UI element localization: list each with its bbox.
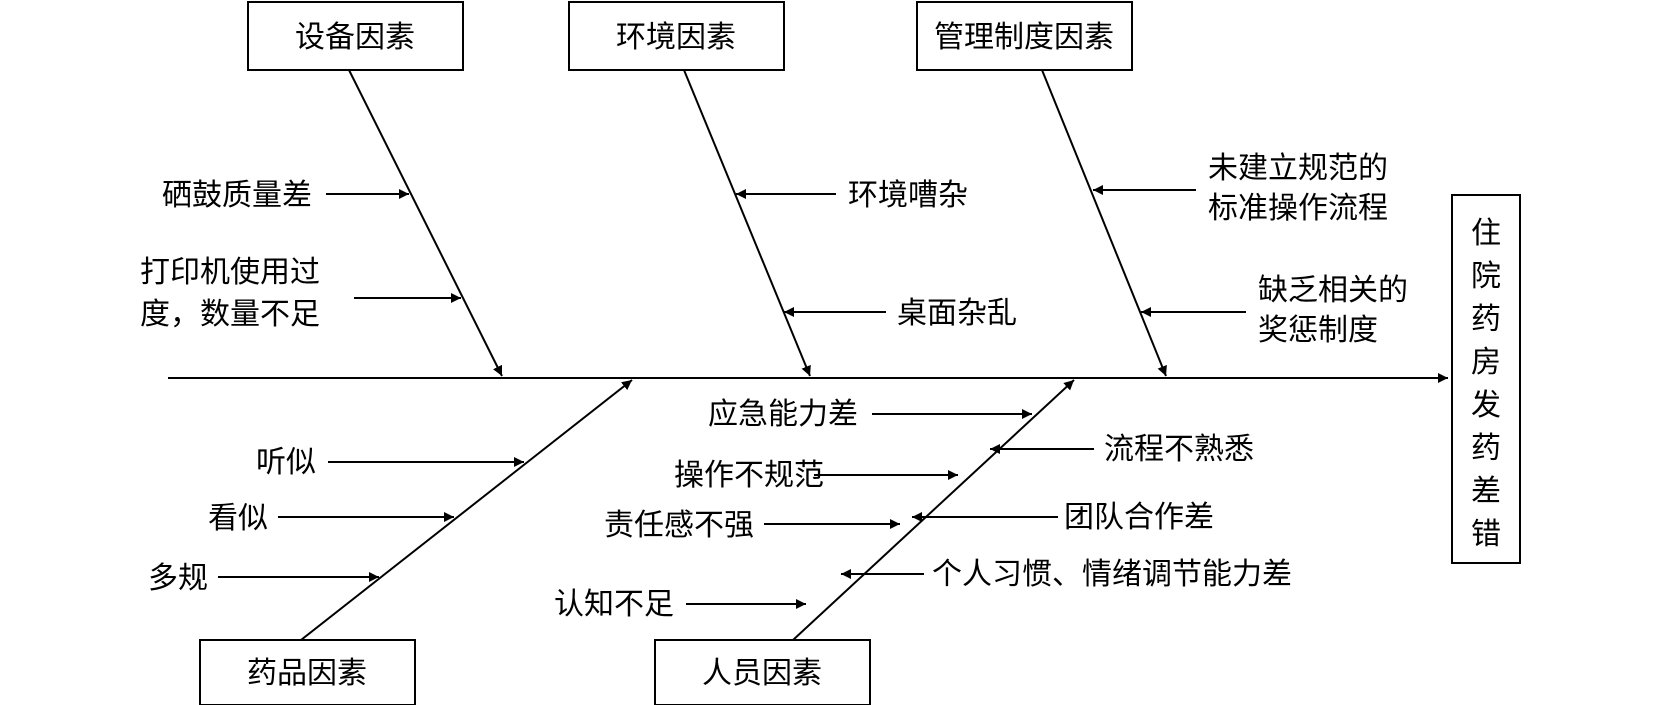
effect-char: 错 xyxy=(1471,517,1501,552)
category-drug: 药品因素 xyxy=(199,639,416,705)
effect-char: 差 xyxy=(1471,474,1501,509)
effect-char: 发 xyxy=(1471,388,1501,423)
category-label: 人员因素 xyxy=(702,656,822,691)
cause-label: 团队合作差 xyxy=(1064,500,1214,535)
effect-char: 住 xyxy=(1471,216,1501,251)
cause-label: 标准操作流程 xyxy=(1208,191,1388,226)
cause-label: 认知不足 xyxy=(554,587,674,622)
bone-management xyxy=(1041,69,1167,377)
category-personnel: 人员因素 xyxy=(654,639,871,705)
cause-label: 应急能力差 xyxy=(708,397,858,432)
bone-equipment xyxy=(348,69,503,377)
effect-char: 药 xyxy=(1471,302,1501,337)
cause-label: 桌面杂乱 xyxy=(897,296,1017,331)
cause-label: 奖惩制度 xyxy=(1258,313,1378,348)
cause-label: 环境嘈杂 xyxy=(848,178,968,213)
cause-label: 打印机使用过 xyxy=(140,255,320,290)
cause-label: 责任感不强 xyxy=(604,508,754,543)
cause-label: 操作不规范 xyxy=(674,458,824,493)
cause-label: 度，数量不足 xyxy=(140,297,320,332)
cause-label: 多规 xyxy=(148,561,208,596)
bone-personnel xyxy=(792,379,1075,641)
category-label: 设备因素 xyxy=(295,20,415,55)
cause-label: 个人习惯、情绪调节能力差 xyxy=(932,557,1292,592)
cause-label: 流程不熟悉 xyxy=(1104,432,1254,467)
cause-label: 听似 xyxy=(256,445,316,480)
cause-label: 缺乏相关的 xyxy=(1258,273,1408,308)
cause-label: 看似 xyxy=(208,501,268,536)
effect-box: 住 院 药 房 发 药 差 错 xyxy=(1451,194,1521,564)
category-environment: 环境因素 xyxy=(568,1,785,71)
bone-environment xyxy=(683,69,811,377)
bone-drug xyxy=(300,379,633,641)
category-equipment: 设备因素 xyxy=(247,1,464,71)
effect-char: 房 xyxy=(1471,345,1501,380)
cause-label: 未建立规范的 xyxy=(1208,151,1388,186)
category-label: 药品因素 xyxy=(247,656,367,691)
category-management: 管理制度因素 xyxy=(916,1,1133,71)
category-label: 管理制度因素 xyxy=(934,20,1114,55)
cause-label: 硒鼓质量差 xyxy=(162,178,312,213)
category-label: 环境因素 xyxy=(616,20,736,55)
effect-char: 院 xyxy=(1471,259,1501,294)
effect-char: 药 xyxy=(1471,431,1501,466)
